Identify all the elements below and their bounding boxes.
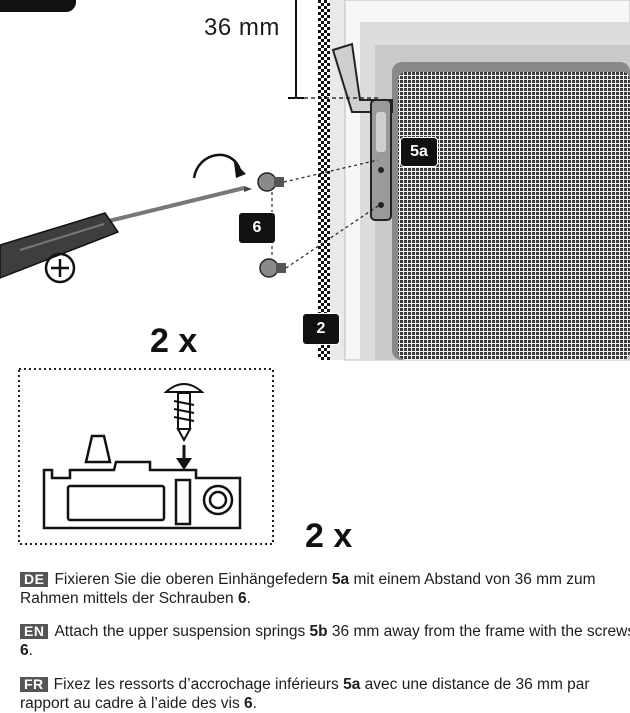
part-ref: 5a bbox=[331, 571, 350, 588]
phillips-symbol bbox=[44, 252, 76, 284]
detail-profile bbox=[42, 434, 242, 530]
screw-lower bbox=[259, 258, 286, 278]
fly-screen-mesh bbox=[398, 72, 630, 360]
instruction-en: EN Attach the upper suspension springs 5b… bbox=[20, 622, 630, 660]
detail-box bbox=[18, 368, 274, 545]
lang-badge-fr: FR bbox=[20, 677, 48, 692]
corner-tab bbox=[0, 0, 76, 12]
instruction-text: Attach the upper suspension springs bbox=[54, 623, 310, 640]
part-ref: 6 bbox=[20, 642, 29, 659]
instruction-text: . bbox=[252, 695, 257, 712]
instruction-text: Fixez les ressorts d’accrochage inférieu… bbox=[53, 676, 344, 693]
quantity-top: 2 x bbox=[150, 322, 198, 360]
screwdriver bbox=[0, 186, 252, 279]
measurement-label: 36 mm bbox=[204, 14, 280, 41]
screw-upper bbox=[257, 172, 284, 192]
detail-screw bbox=[163, 383, 205, 443]
callout-frame: 2 bbox=[303, 314, 339, 344]
part-ref: 5b bbox=[309, 623, 328, 640]
instruction-text: Fixieren Sie die oberen Einhängefedern bbox=[54, 571, 332, 588]
callout-screws: 6 bbox=[239, 213, 275, 243]
instruction-text: mit einem Abstand von 36 mm zum Rahmen m… bbox=[20, 571, 596, 607]
suspension-spring bbox=[331, 42, 393, 221]
lang-badge-en: EN bbox=[20, 624, 49, 639]
part-ref: 6 bbox=[237, 590, 247, 607]
instruction-text: . bbox=[246, 590, 251, 607]
callout-spring: 5a bbox=[401, 138, 437, 166]
instruction-de: DE Fixieren Sie die oberen Einhängefedern… bbox=[20, 570, 630, 608]
rotation-arrow bbox=[192, 153, 242, 179]
instruction-text: . bbox=[28, 642, 33, 659]
lang-badge-de: DE bbox=[20, 572, 49, 587]
instruction-text: 36 mm away from the frame with the screw… bbox=[327, 623, 630, 640]
detail-arrow bbox=[176, 445, 192, 470]
instruction-fr: FR Fixez les ressorts d’accrochage inféri… bbox=[20, 675, 630, 713]
part-ref: 5a bbox=[343, 676, 361, 693]
measurement-line bbox=[288, 0, 380, 99]
quantity-bottom: 2 x bbox=[305, 517, 353, 555]
part-ref: 6 bbox=[244, 695, 253, 712]
